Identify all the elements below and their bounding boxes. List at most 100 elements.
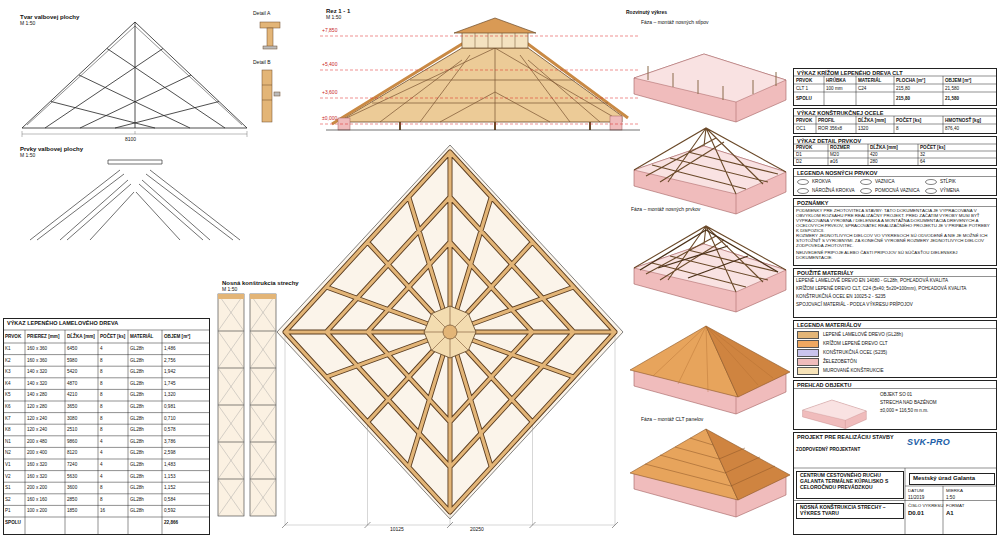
- table-cell: 215,80: [896, 86, 910, 91]
- table-total: SPOLU: [5, 520, 21, 525]
- legend-text: VAZNICA: [875, 179, 895, 184]
- table-cell: 2850: [67, 497, 77, 502]
- title-block-field: FORMÁT: [946, 503, 965, 508]
- table-header-cell: MATERIÁL: [130, 334, 153, 339]
- table-cell: 1,153: [164, 474, 176, 479]
- table-header-cell: HMOTNOSŤ [kg]: [945, 118, 981, 123]
- drawing-label: ±0,000: [322, 116, 337, 122]
- table-cell: 8: [100, 497, 103, 502]
- overview-text: ±0,000 = 116,50 m n.m.: [880, 408, 928, 413]
- table-cell: 6450: [67, 346, 77, 351]
- legend-swatch: [797, 358, 819, 366]
- table-cell: C24: [858, 86, 866, 91]
- table-cell: 0,578: [164, 427, 176, 432]
- table-cell: 1850: [67, 508, 77, 513]
- table-cell: GL28h: [130, 404, 144, 409]
- table-header-cell: OBJEM [m³]: [164, 334, 190, 339]
- table-cell: 4870: [67, 381, 77, 386]
- table-cell: 100 x 200: [27, 508, 47, 513]
- table-cell: GL28h: [130, 346, 144, 351]
- box-text: Mestský úrad Galanta: [910, 474, 994, 483]
- table-header-cell: POČET [ks]: [896, 118, 921, 123]
- table-cell: GL28h: [130, 416, 144, 421]
- table-header-cell: MATERIÁL: [858, 78, 881, 83]
- box-text: CENTRUM CESTOVNÉHO RUCHU GALANTA TERMÁLN…: [797, 472, 903, 491]
- note-text: PODMIENKY PRE ZHOTOVITEĽA STAVBY: TÁTO D…: [796, 208, 992, 233]
- drawing-label: Fáza – montáž nosných prvkov: [630, 207, 701, 213]
- legend-symbol: [925, 179, 937, 185]
- box-text: NOSNÁ KONŠTRUKCIA STRECHY – VÝKRES TVARU: [797, 504, 903, 518]
- table-cell: 160 x 360: [27, 358, 47, 363]
- legend-text: KONŠTRUKČNÁ OCEĽ (S235): [823, 350, 887, 355]
- box-text: POUŽITÉ MATERIÁLY: [794, 269, 996, 277]
- legend-symbol: [925, 188, 937, 194]
- legend-text: KROKVA: [812, 179, 831, 184]
- table-cell: 4: [100, 450, 103, 455]
- table-cell: 160 x 320: [27, 474, 47, 479]
- drawing-label: M 1:50: [20, 21, 35, 27]
- table-header-cell: DĹŽKA [mm]: [858, 118, 886, 123]
- table-cell: D2: [796, 159, 802, 164]
- table-header-cell: POČET [ks]: [920, 145, 945, 150]
- table-header-cell: PRVOK: [796, 78, 812, 83]
- drawing-label: M 1:50: [326, 15, 341, 21]
- table-cell: OC1: [796, 126, 805, 131]
- table-header-cell: PRVOK: [796, 118, 812, 123]
- table-cell: 4: [100, 346, 103, 351]
- drawing-label: +7,850: [322, 28, 337, 34]
- legend-symbol: [797, 188, 809, 194]
- table-cell: 140 x 280: [27, 392, 47, 397]
- table-header-cell: DĹŽKA [mm]: [870, 145, 898, 150]
- legend-item: KRÍŽOM LEPENÉ DREVO CLT: [797, 340, 888, 348]
- table-cell: 1,320: [164, 392, 176, 397]
- table-cell: 21,580: [945, 86, 959, 91]
- legend-symbol: [797, 179, 809, 185]
- table-cell: 120 x 240: [27, 416, 47, 421]
- table-header-cell: PRVOK: [5, 334, 21, 339]
- table-cell: 8: [100, 369, 103, 374]
- table-cell: 5630: [67, 474, 77, 479]
- table-total: 22,866: [164, 520, 178, 525]
- drawing-label: 8100: [125, 137, 136, 143]
- table-total: 21,580: [945, 96, 959, 101]
- table-cell: 8: [896, 126, 899, 131]
- table-header-cell: HRÚBKA: [826, 78, 846, 83]
- legend-text: MUROVANÉ KONŠTRUKCIE: [823, 368, 884, 373]
- title-block-field: 11/2019: [908, 495, 924, 500]
- table-cell: 8: [100, 427, 103, 432]
- drawing-name-box: NOSNÁ KONŠTRUKCIA STRECHY – VÝKRES TVARU: [796, 503, 904, 519]
- table-cell: 8: [100, 358, 103, 363]
- table-cell: 280: [870, 159, 878, 164]
- table-cell: S1: [5, 485, 11, 490]
- legend-text: KRÍŽOM LEPENÉ DREVO CLT: [823, 341, 888, 346]
- legend-symbol: [860, 188, 872, 194]
- table-cell: GL28h: [130, 439, 144, 444]
- table-cell: 200 x 400: [27, 450, 47, 455]
- overview-text: OBJEKT SO 01: [880, 392, 912, 397]
- legend-item: STĹPIK: [925, 179, 956, 185]
- table-cell: 1,745: [164, 381, 176, 386]
- drawing-label: Detail B: [253, 60, 271, 66]
- table-cell: 160 x 160: [27, 497, 47, 502]
- schedule-table: VÝKAZ DETAIL PRVKOV: [793, 136, 997, 166]
- legend-item: KROKVA: [797, 179, 831, 185]
- box-text: VÝKAZ LEPENÉHO LAMELOVÉHO DREVA: [4, 319, 209, 327]
- table-cell: 1,152: [164, 485, 176, 490]
- box-text: LEGENDA MATERIÁLOV: [794, 321, 996, 329]
- table-header-cell: PRIEREZ [mm]: [27, 334, 59, 339]
- legend-symbol: [860, 179, 872, 185]
- table-cell: 3600: [67, 485, 77, 490]
- legend-text: NÁROŽNÁ KROKVA: [812, 188, 855, 193]
- table-cell: 1,486: [164, 346, 176, 351]
- table-cell: V2: [5, 474, 11, 479]
- table-cell: 3650: [67, 404, 77, 409]
- table-cell: 8: [100, 485, 103, 490]
- table-cell: CLT 1: [796, 86, 808, 91]
- table-cell: 0,584: [164, 497, 176, 502]
- table-cell: 120 x 280: [27, 404, 47, 409]
- legend-swatch: [797, 349, 819, 357]
- table-cell: ROR 356x8: [818, 126, 842, 131]
- table-cell: 3,786: [164, 439, 176, 444]
- table-cell: GL28h: [130, 474, 144, 479]
- table-header-cell: OBJEM [m³]: [945, 78, 971, 83]
